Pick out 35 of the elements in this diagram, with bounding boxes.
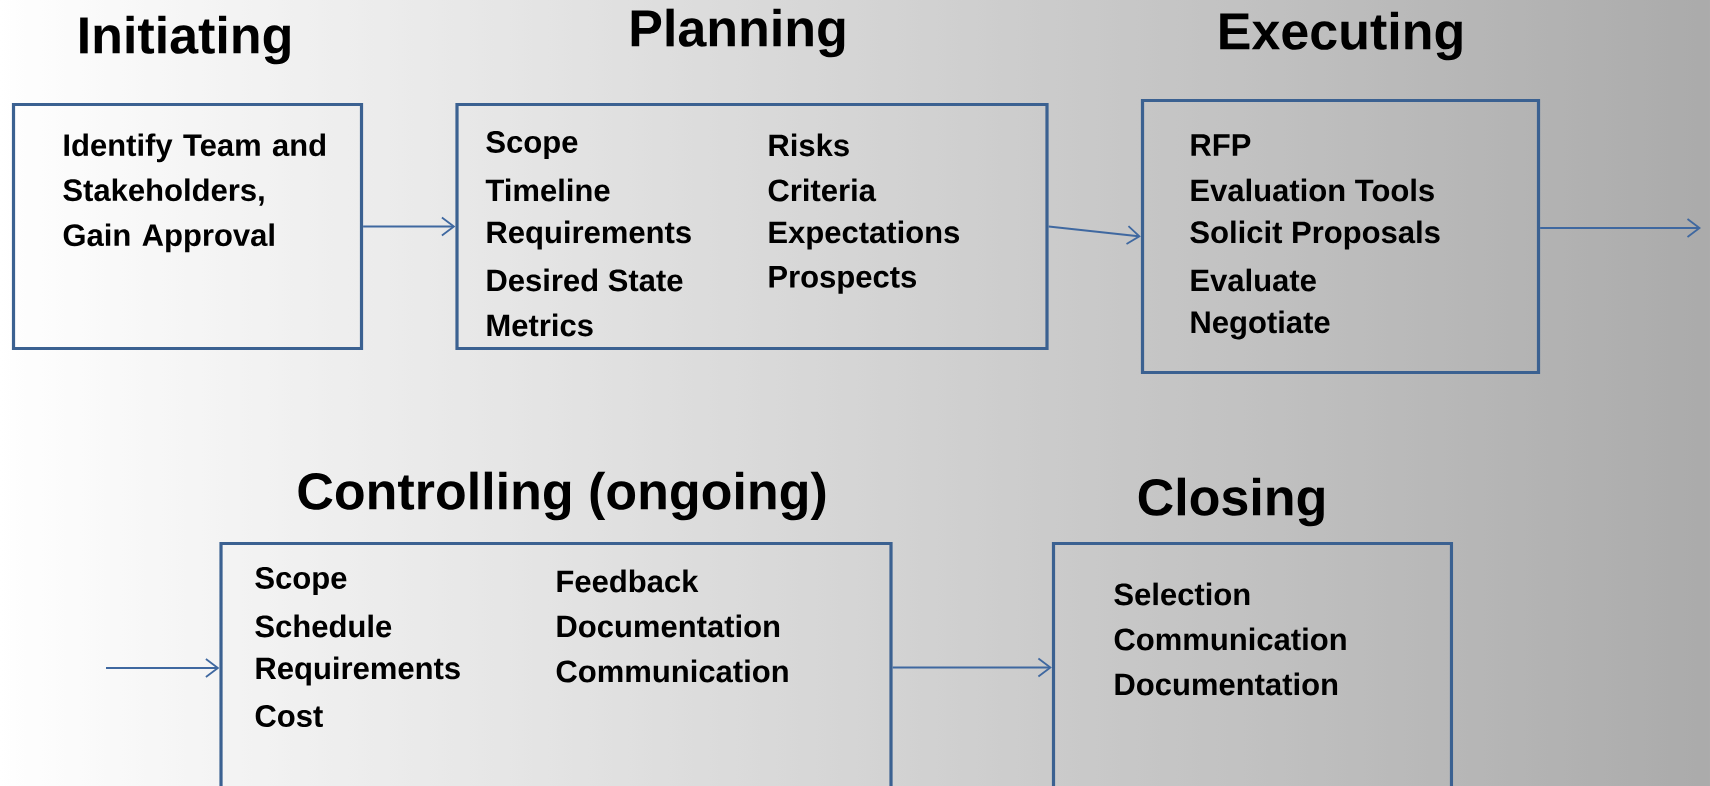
list-item: Selection	[1114, 582, 1250, 606]
list-item: Communication	[1114, 627, 1346, 651]
list-item: Evaluation Tools	[1191, 178, 1434, 202]
list-item: Schedule	[255, 614, 392, 638]
list-item: Documentation	[557, 614, 780, 638]
list-item: RFP	[1191, 134, 1251, 156]
arrow	[1539, 218, 1701, 238]
list-item: Risks	[769, 133, 849, 157]
stage-heading: Initiating	[80, 15, 290, 65]
list-item: Timeline	[485, 178, 610, 202]
list-item: Criteria	[768, 178, 877, 202]
arrow	[891, 657, 1052, 678]
arrow	[105, 658, 220, 678]
arrow	[362, 216, 456, 237]
list-item: Requirements	[487, 220, 691, 250]
list-item: Communication	[556, 659, 788, 683]
list-item: Solicit Proposals	[1190, 220, 1440, 250]
arrow	[1047, 225, 1141, 245]
list-item: Scope	[486, 130, 578, 160]
list-item: Scope	[255, 566, 347, 596]
stage-heading: Controlling (ongoing)	[298, 471, 826, 521]
list-item: Documentation	[1115, 672, 1338, 696]
list-item: Feedback	[557, 569, 699, 593]
stage-heading: Executing	[1220, 11, 1462, 61]
list-item: Desired State	[487, 268, 683, 292]
list-item: Requirements	[256, 656, 460, 686]
stage-heading: Closing	[1138, 477, 1324, 527]
box-text: Identify Team and Stakeholders, Gain Approval	[63, 133, 325, 253]
list-item: Evaluate	[1191, 268, 1316, 292]
stage-heading: Planning	[631, 8, 845, 58]
list-item: Cost	[255, 705, 323, 727]
list-item: Metrics	[487, 313, 593, 337]
list-item: Expectations	[769, 220, 960, 250]
list-item: Prospects	[769, 266, 916, 294]
list-item: Negotiate	[1191, 310, 1330, 340]
